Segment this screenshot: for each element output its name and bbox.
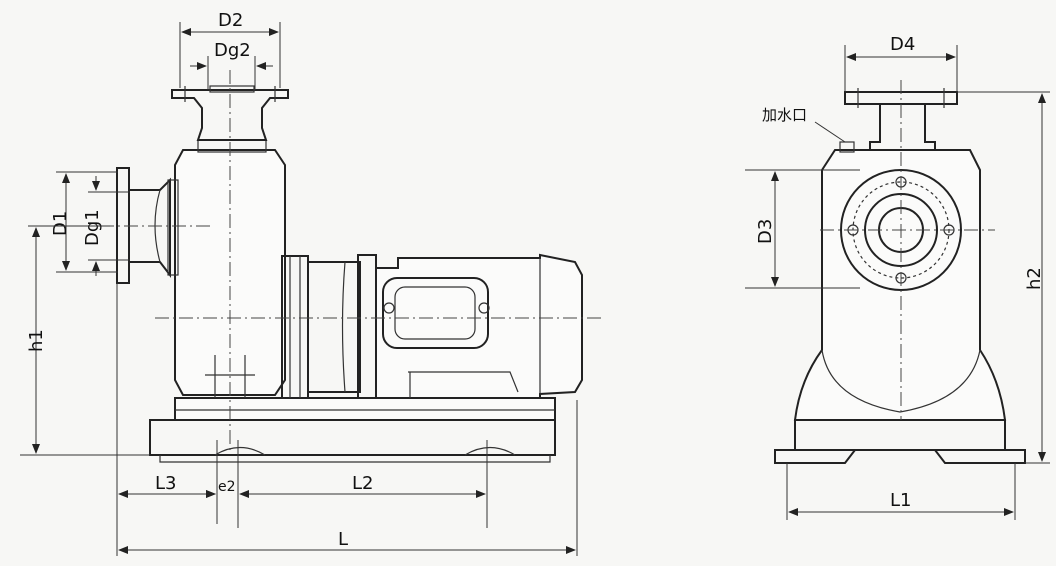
dim-h1: h1	[20, 225, 150, 456]
water-inlet-callout: 加水口	[762, 106, 846, 143]
end-casing	[793, 141, 1007, 421]
label-Dg1: Dg1	[82, 209, 103, 246]
label-e2: e2	[218, 479, 236, 495]
dim-D4: D4	[844, 34, 958, 92]
coupling	[281, 254, 377, 399]
label-D1: D1	[50, 211, 71, 236]
motor	[375, 253, 583, 399]
dim-L2: L2	[239, 473, 486, 498]
label-Dg2: Dg2	[214, 40, 251, 61]
dim-D1: D1	[50, 171, 118, 273]
dim-D2: D2	[179, 10, 281, 88]
base-plate	[149, 397, 556, 463]
dim-L3: L3	[118, 473, 216, 498]
label-D3: D3	[755, 219, 776, 244]
dim-e2: e2	[200, 479, 236, 498]
label-water-inlet: 加水口	[762, 106, 807, 124]
side-view: D2 Dg2 D1 Dg1	[20, 10, 605, 556]
dim-D3: D3	[745, 169, 860, 289]
label-L1: L1	[890, 490, 911, 511]
dim-h2: h2	[957, 91, 1050, 464]
dim-Dg2: Dg2	[190, 40, 273, 90]
dim-L: L	[118, 529, 576, 554]
label-L2: L2	[352, 473, 373, 494]
end-view: D4 加水口 D3 h2 L1	[745, 34, 1050, 520]
label-h2: h2	[1024, 267, 1045, 290]
label-D4: D4	[890, 34, 915, 55]
label-h1: h1	[26, 329, 47, 352]
label-D2: D2	[218, 10, 243, 31]
dim-L1: L1	[786, 463, 1016, 520]
label-L: L	[338, 529, 348, 550]
discharge-flange	[171, 85, 289, 141]
dim-Dg1: Dg1	[82, 176, 130, 276]
label-L3: L3	[155, 473, 176, 494]
